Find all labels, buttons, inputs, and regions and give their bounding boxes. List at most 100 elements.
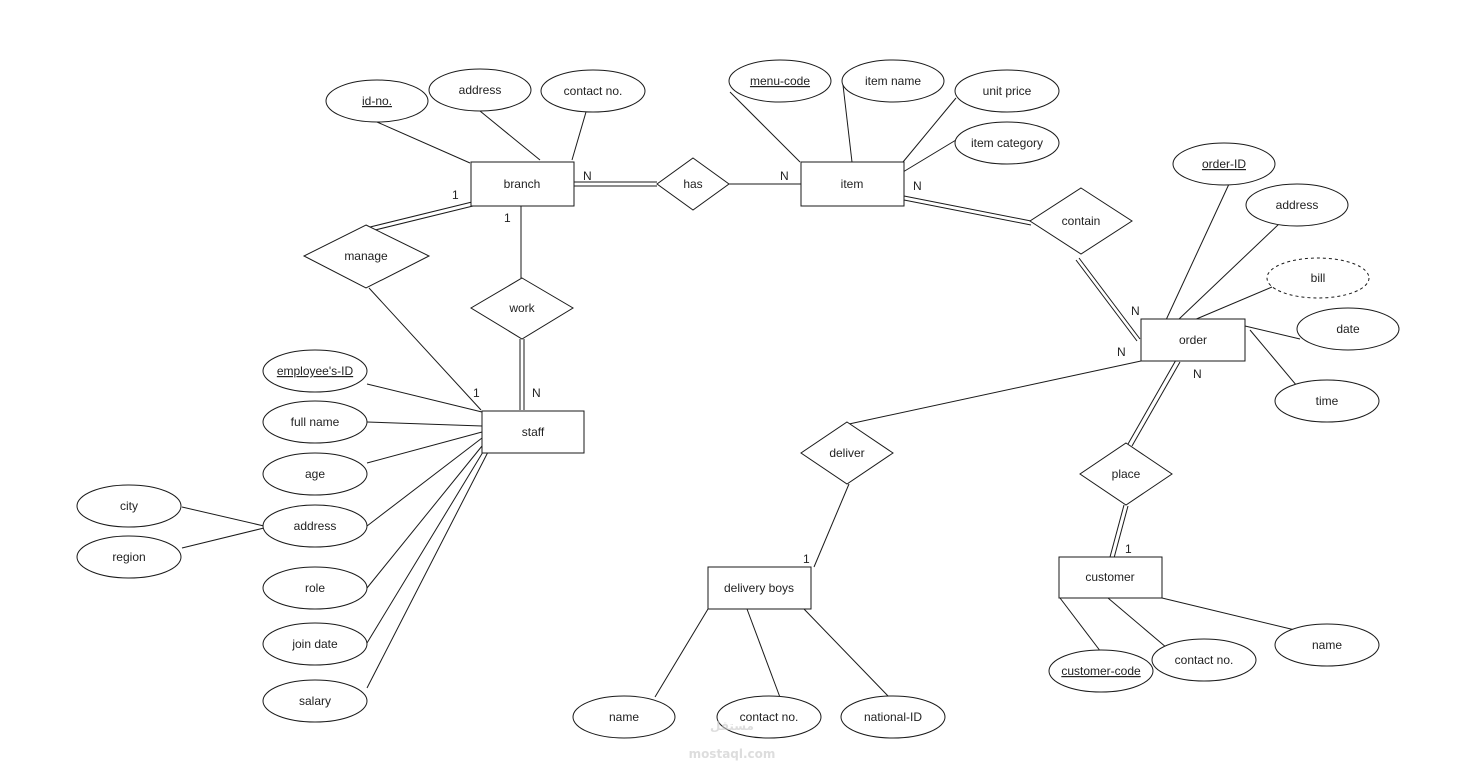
attribute-staff-join-date[interactable]: join date [262,622,368,666]
attribute-branch-contact-no-label: contact no. [564,84,623,98]
line-branch-address [479,110,541,161]
line-item-contain-1 [903,195,1032,222]
attribute-branch-id-no[interactable]: id-no. [325,79,429,123]
line-order-date [1244,325,1301,340]
entity-delivery-boys[interactable]: delivery boys [707,566,812,610]
attribute-delivery-boys-name[interactable]: name [572,695,676,739]
relationship-manage[interactable]: manage [302,224,431,289]
line-address-city [181,506,265,527]
cardinality-branch-work: 1 [504,211,511,225]
cardinality-staff-work: N [532,386,541,400]
line-order-place-1 [1127,359,1177,445]
attribute-customer-customer-code[interactable]: customer-code [1048,649,1154,693]
line-item-contain-2 [903,199,1032,226]
relationship-deliver[interactable]: deliver [800,421,894,485]
attribute-order-order-id-label: order-ID [1202,157,1246,171]
attribute-delivery-boys-national-id[interactable]: national-ID [840,695,946,739]
attribute-item-item-category-label: item category [971,136,1043,150]
watermark-arabic: مستقل [710,719,754,733]
attribute-staff-role-label: role [305,581,325,595]
attribute-item-item-name[interactable]: item name [841,59,945,103]
attribute-staff-region-label: region [112,550,145,564]
attribute-staff-full-name[interactable]: full name [262,400,368,444]
attribute-item-menu-code-label: menu-code [750,74,810,88]
attribute-branch-address-label: address [459,83,502,97]
attribute-staff-city[interactable]: city [76,484,182,528]
attribute-staff-address[interactable]: address [262,504,368,548]
line-item-unitprice [902,97,957,163]
connector-lines [181,84,1301,701]
relationship-place-label: place [1112,467,1141,481]
attribute-delivery-boys-national-id-label: national-ID [864,710,922,724]
cardinality-order-place: N [1193,367,1202,381]
attribute-item-unit-price[interactable]: unit price [954,69,1060,113]
attribute-customer-contact-no-label: contact no. [1175,653,1234,667]
relationship-contain[interactable]: contain [1029,187,1133,255]
attribute-delivery-boys-contact-no-label: contact no. [740,710,799,724]
attribute-delivery-boys-contact-no[interactable]: contact no. [716,695,822,739]
relationship-deliver-label: deliver [829,446,864,460]
attribute-order-time-label: time [1316,394,1339,408]
line-place-customer-1 [1109,504,1125,558]
attribute-branch-contact-no[interactable]: contact no. [540,69,646,113]
entity-branch[interactable]: branch [470,161,575,207]
attribute-item-item-category[interactable]: item category [954,121,1060,165]
attribute-order-time[interactable]: time [1274,379,1380,423]
cardinality-item-has: N [780,169,789,183]
line-staff-age [366,431,483,464]
attribute-staff-address-label: address [294,519,337,533]
line-deliver-deliveryboys [813,483,850,568]
attribute-order-address[interactable]: address [1245,183,1349,227]
attribute-customer-contact-no[interactable]: contact no. [1151,638,1257,682]
relationship-place[interactable]: place [1079,442,1173,506]
entity-delivery-boys-label: delivery boys [724,581,794,595]
cardinality-delivery-deliver: 1 [803,552,810,566]
attribute-staff-employee-id[interactable]: employee's-ID [262,349,368,393]
attribute-order-bill[interactable]: bill [1266,257,1370,299]
attribute-staff-city-label: city [120,499,138,513]
entity-order-label: order [1179,333,1207,347]
entity-item[interactable]: item [800,161,905,207]
line-staff-salary [366,451,489,689]
cardinality-branch-manage: 1 [452,188,459,202]
cardinality-staff-manage: 1 [473,386,480,400]
line-manage-staff [368,287,482,411]
line-branch-manage-1 [365,201,473,229]
relationship-contain-label: contain [1062,214,1101,228]
line-order-time [1249,329,1298,387]
attribute-item-menu-code[interactable]: menu-code [728,59,832,103]
attribute-staff-age[interactable]: age [262,452,368,496]
attribute-customer-name[interactable]: name [1274,623,1380,667]
attribute-order-date[interactable]: date [1296,307,1400,351]
attribute-staff-region[interactable]: region [76,535,182,579]
attribute-staff-age-label: age [305,467,325,481]
line-db-name [654,608,709,698]
attribute-staff-employee-id-label: employee's-ID [277,364,354,378]
relationship-has[interactable]: has [656,157,730,211]
attribute-branch-id-no-label: id-no. [362,94,392,108]
line-staff-joindate [366,451,484,644]
attribute-order-date-label: date [1336,322,1360,336]
line-staff-address [366,437,483,527]
entity-customer[interactable]: customer [1058,556,1163,599]
attribute-staff-role[interactable]: role [262,566,368,610]
line-branch-idno [376,121,471,164]
line-branch-manage-2 [366,205,474,233]
line-item-menucode [729,91,801,163]
attribute-staff-salary[interactable]: salary [262,679,368,723]
line-item-category [902,139,957,173]
cardinality-labels: N N N N 1 1 1 N N 1 N 1 [452,169,1202,566]
entity-staff[interactable]: staff [481,410,585,454]
line-cust-contact [1107,597,1168,649]
relationship-work[interactable]: work [470,277,574,340]
attribute-staff-full-name-label: full name [291,415,340,429]
attribute-order-order-id[interactable]: order-ID [1172,142,1276,186]
attribute-delivery-boys-name-label: name [609,710,639,724]
line-contain-order-1 [1078,257,1141,340]
cardinality-branch-has: N [583,169,592,183]
entity-order[interactable]: order [1140,318,1246,362]
attribute-branch-address[interactable]: address [428,68,532,112]
line-staff-role [366,445,483,589]
